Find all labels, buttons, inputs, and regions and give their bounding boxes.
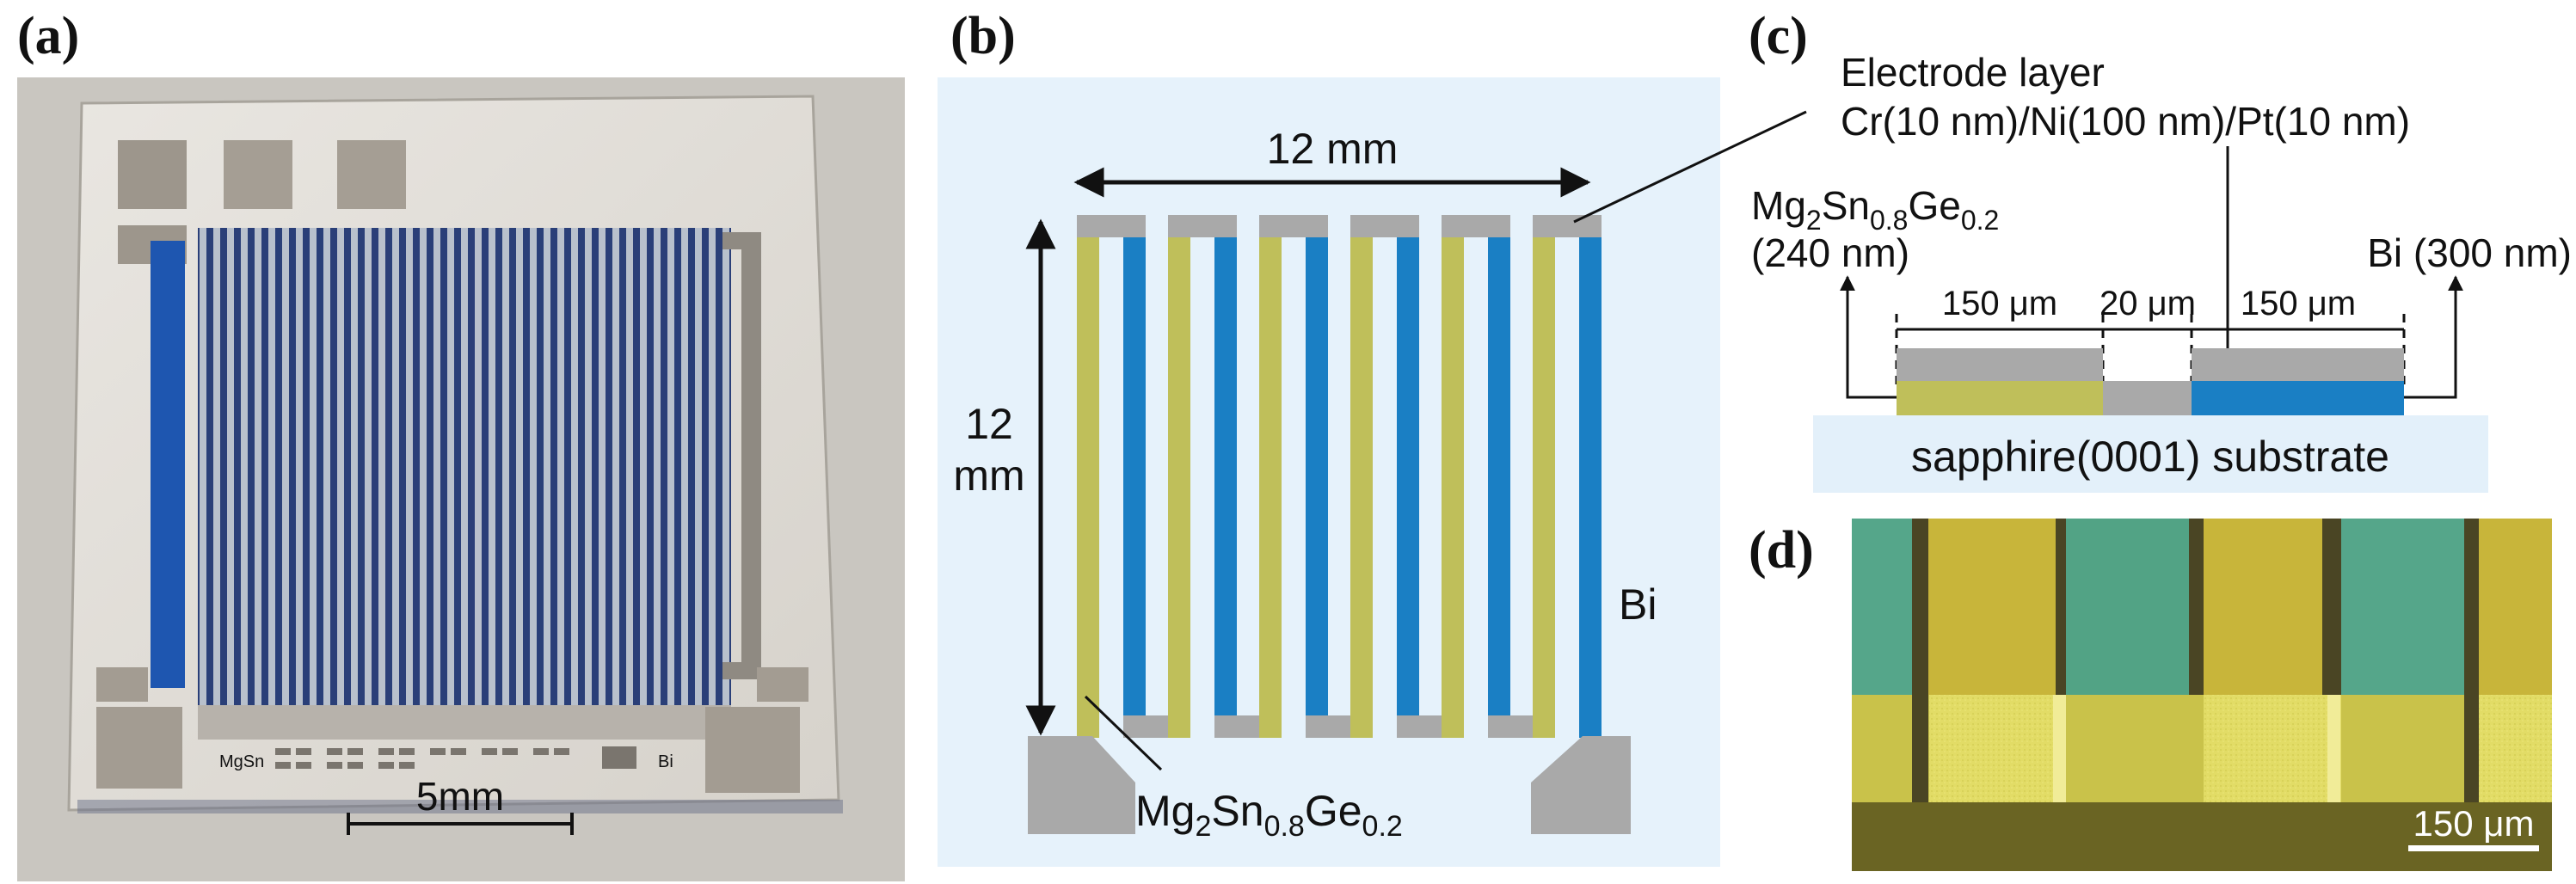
contact-pad (96, 667, 148, 702)
micro-green (2341, 519, 2479, 695)
dim-right-label: 150 μm (2241, 285, 2356, 322)
panel-c-label: (c) (1749, 7, 1808, 65)
chip-text-bi: Bi (658, 752, 673, 771)
micro-dark-yellow (2341, 695, 2479, 802)
right-bottom-pad (1531, 736, 1631, 834)
mgsnge-leg (1350, 215, 1373, 738)
mgsnge-film (1897, 381, 2103, 415)
micro-dark-yellow (2066, 695, 2204, 802)
stripe-array (198, 228, 731, 709)
finger-array (1077, 215, 1602, 738)
panel-b: (b) 12 mm 12 mm Bi Mg2Sn0.8Ge0.2 (938, 7, 1807, 867)
bi-film (2192, 381, 2404, 415)
electrode-layer-right (2192, 348, 2404, 381)
top-electrode (1168, 215, 1237, 237)
width-dimension-label: 12 mm (1267, 125, 1399, 173)
bi-leg (1123, 215, 1146, 738)
bi-arrow (2404, 275, 2463, 399)
micro-bottom-edge (1852, 802, 2552, 871)
contact-pad (705, 707, 800, 793)
right-bracket-electrode (722, 232, 761, 679)
height-dimension-label-2: mm (953, 451, 1024, 500)
micro-yellow (2204, 519, 2341, 695)
contact-pad (757, 667, 808, 702)
height-dimension-label-1: 12 (965, 400, 1013, 448)
panel-b-label: (b) (950, 7, 1016, 65)
electrode-layer-composition: Cr(10 nm)/Ni(100 nm)/Pt(10 nm) (1841, 99, 2410, 144)
bi-thickness: Bi (300 nm) (2367, 230, 2572, 275)
bi-label: Bi (1619, 580, 1657, 629)
dim-left-label: 150 μm (1942, 285, 2057, 322)
bi-leg (1306, 215, 1328, 738)
bi-side-strip (151, 241, 185, 688)
mgsnge-leader (1084, 695, 1163, 771)
mgsnge-label-c: Mg2Sn0.8Ge0.2 (1751, 183, 1999, 236)
bi-leg (1579, 215, 1602, 738)
micro-green (2066, 519, 2204, 695)
substrate-label: sapphire(0001) substrate (1911, 433, 2389, 481)
mgsnge-leg (1259, 215, 1282, 738)
top-electrode (1259, 215, 1328, 237)
mgsnge-label-b: Mg2Sn0.8Ge0.2 (1135, 787, 1403, 843)
electrode-bridge (2103, 381, 2192, 415)
bottom-comb (198, 705, 731, 740)
panel-c: (c) Electrode layer Cr(10 nm)/Ni(100 nm)… (1749, 7, 2572, 493)
micro-bright-strip (2053, 695, 2066, 802)
electrode-layer-left (1897, 348, 2103, 381)
top-electrode (1442, 215, 1510, 237)
chip-text-mgsn: MgSn (219, 752, 264, 771)
micro-green (1852, 519, 1912, 695)
electrode-layer-title: Electrode layer (1841, 50, 2105, 95)
panel-a: (a) MgSn Bi (17, 7, 905, 881)
top-electrode (1077, 215, 1146, 237)
contact-pad (224, 140, 292, 209)
scale-bar-d (2408, 845, 2539, 851)
scale-bar-a-label: 5mm (416, 774, 504, 819)
sapphire-substrate (1813, 415, 2488, 493)
micro-yellow (2479, 519, 2552, 695)
mgsnge-leg (1168, 215, 1190, 738)
scale-bar-d-label: 150 μm (2413, 803, 2535, 844)
electrode-leader-line (1573, 110, 1807, 224)
mgsnge-thickness: (240 nm) (1751, 230, 1909, 275)
bi-leg (1397, 215, 1419, 738)
mgsnge-arrow (1840, 275, 1897, 399)
micro-bright-strip (2327, 695, 2340, 802)
contact-pad (96, 707, 182, 789)
top-electrode (1350, 215, 1419, 237)
contact-pad (337, 140, 406, 209)
scale-bar-a: 5mm (347, 774, 574, 835)
micro-yellow (1928, 519, 2066, 695)
contact-pad (118, 140, 187, 209)
panel-a-label: (a) (17, 7, 79, 65)
micro-gaps (1912, 519, 2479, 802)
left-bottom-pad (1028, 736, 1135, 834)
mgsnge-leg (1442, 215, 1464, 738)
bi-leg (1214, 215, 1237, 738)
mgsnge-leg (1533, 215, 1555, 738)
panel-d: (d) 150 μm (1749, 519, 2552, 871)
dim-gap-label: 20 μm (2100, 285, 2196, 322)
top-electrode (1533, 215, 1602, 237)
test-pattern (275, 746, 636, 769)
panel-d-label: (d) (1749, 521, 1814, 580)
bi-leg (1488, 215, 1510, 738)
mgsnge-leg (1077, 215, 1099, 738)
glass-edge-shadow (77, 800, 843, 813)
